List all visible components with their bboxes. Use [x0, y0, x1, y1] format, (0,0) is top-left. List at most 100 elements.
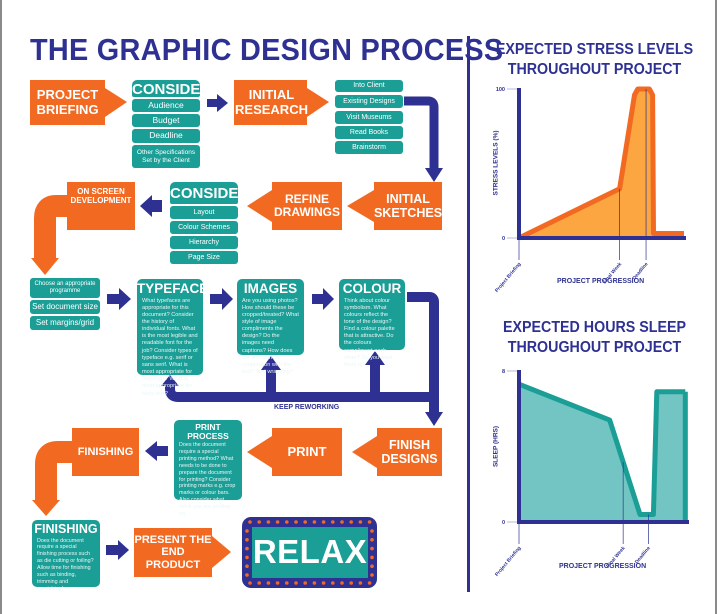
page-title: THE GRAPHIC DESIGN PROCESS: [30, 32, 504, 67]
typefaces-text: What typefaces are appropriate for this …: [142, 297, 198, 397]
blue-arrow-right: [210, 288, 233, 310]
marquee-light: [257, 581, 261, 585]
y-tick-label: 100: [496, 87, 505, 93]
finish-designs-arrow: [352, 428, 442, 476]
stress-area: [519, 89, 684, 238]
marquee-light: [275, 581, 280, 585]
marquee-light: [312, 581, 317, 585]
blue-arrowhead-down: [425, 168, 443, 182]
divider: [467, 36, 470, 592]
marquee-light: [321, 581, 326, 585]
marquee-light: [340, 520, 344, 524]
stress-line: [517, 86, 684, 241]
images-text: Are you using photos? How should these b…: [242, 297, 299, 376]
marquee-light: [370, 538, 374, 542]
research-item: Read Books: [335, 126, 403, 139]
rework-stem: [370, 364, 380, 398]
down-arrowhead: [31, 258, 59, 275]
marquee-light: [294, 581, 298, 585]
consider-item: Layout: [170, 206, 238, 219]
consider-item: Colour Schemes: [170, 221, 238, 234]
blue-arrow-left: [140, 195, 162, 217]
sleep-area: [519, 384, 686, 522]
stress-y-axis-label: STRESS LEVELS (%): [492, 130, 500, 196]
marquee-light: [370, 529, 374, 533]
finishing-box: [72, 428, 139, 476]
down-arrowhead: [32, 500, 60, 516]
stress-x-axis-label: PROJECT PROGRESSION: [557, 278, 645, 285]
blue-arrowhead-up: [365, 351, 385, 365]
marquee-light: [349, 581, 354, 585]
marquee-light: [266, 581, 271, 585]
research-item: Existing Designs: [335, 95, 403, 108]
marquee-light: [294, 520, 298, 524]
step-present-end-product: PRESENT THE END PRODUCT: [134, 534, 212, 571]
present-arrow: [134, 528, 231, 577]
on-screen-development-box: [67, 182, 135, 230]
consider-item: Deadline: [132, 129, 200, 143]
finishing-elbow: [35, 441, 73, 502]
step-refine-drawings: REFINE DRAWINGS: [274, 191, 340, 219]
print-process-text: Does the document require a special prin…: [179, 442, 236, 518]
print-arrow: [247, 428, 342, 476]
project-briefing-arrow: [30, 80, 127, 125]
title-line: THROUGHOUT PROJECT: [507, 61, 682, 79]
marquee-light: [321, 520, 326, 524]
rework-pipe: [407, 292, 439, 414]
sleep-chart-title: EXPECTED HOURS SLEEP THROUGHOUT PROJECT: [491, 318, 698, 358]
marquee-light: [245, 573, 249, 577]
research-item: Into Client: [335, 80, 403, 92]
initial-sketches-arrow: [347, 182, 442, 230]
initial-research-arrow: [234, 80, 329, 125]
research-item: Visit Museums: [335, 111, 403, 124]
consider-box-1: CONSIDER: [132, 80, 211, 97]
blue-arrow-left: [145, 441, 168, 461]
refine-drawings-arrow: [247, 182, 342, 230]
marquee-light: [367, 520, 372, 524]
finishing-detail-box: FINISHING Does the document require a sp…: [32, 520, 100, 592]
marquee-light: [367, 581, 372, 585]
marquee-light: [245, 546, 249, 551]
marquee-light: [370, 546, 374, 551]
marquee-light: [331, 520, 335, 524]
rework-stem: [266, 368, 276, 398]
blue-arrowhead-down: [425, 412, 443, 426]
consider-item: Hierarchy: [170, 236, 238, 249]
sleep-x-axis-label: PROJECT PROGRESSION: [559, 563, 647, 570]
consider-item: Budget: [132, 114, 200, 127]
marquee-light: [266, 520, 271, 524]
marquee-light: [303, 581, 308, 585]
consider-box-2: CONSIDER: [170, 182, 249, 204]
images-box: IMAGES Are you using photos? How should …: [237, 279, 304, 375]
images-heading: IMAGES: [243, 281, 298, 296]
marquee-light: [285, 581, 289, 585]
sleep-y-axis-label: SLEEP (HRS): [492, 425, 500, 468]
on-screen-development-elbow: [34, 195, 68, 260]
step-initial-sketches: INITIAL SKETCHES: [373, 192, 443, 220]
blue-arrow-right: [107, 288, 131, 310]
marquee-light: [245, 529, 249, 533]
setup-item: Set document size: [30, 300, 100, 314]
marquee-light: [248, 520, 252, 524]
title-line: EXPECTED STRESS LEVELS: [495, 41, 694, 58]
marquee-light: [248, 581, 252, 585]
title-line: EXPECTED HOURS SLEEP: [502, 319, 687, 336]
marquee-light: [370, 555, 374, 560]
sleep-line: [518, 381, 686, 517]
research-item: Brainstorm: [335, 141, 403, 154]
typefaces-box: TYPEFACES What typefaces are appropriate…: [137, 279, 217, 397]
step-print: PRINT: [287, 443, 327, 459]
marquee-light: [245, 555, 249, 560]
marquee-light: [312, 520, 317, 524]
marquee-light: [245, 564, 249, 568]
step-initial-research: INITIAL RESEARCH: [235, 86, 308, 117]
y-tick-label: 8: [502, 369, 505, 375]
step-finish-designs: FINISH DESIGNS: [381, 438, 438, 466]
y-tick-label: 0: [502, 236, 505, 242]
consider-item: Other Specifications Set by the Client: [132, 145, 200, 168]
blue-arrow-right: [312, 288, 334, 310]
blue-arrow-right: [207, 94, 228, 112]
marquee-light: [358, 520, 363, 524]
